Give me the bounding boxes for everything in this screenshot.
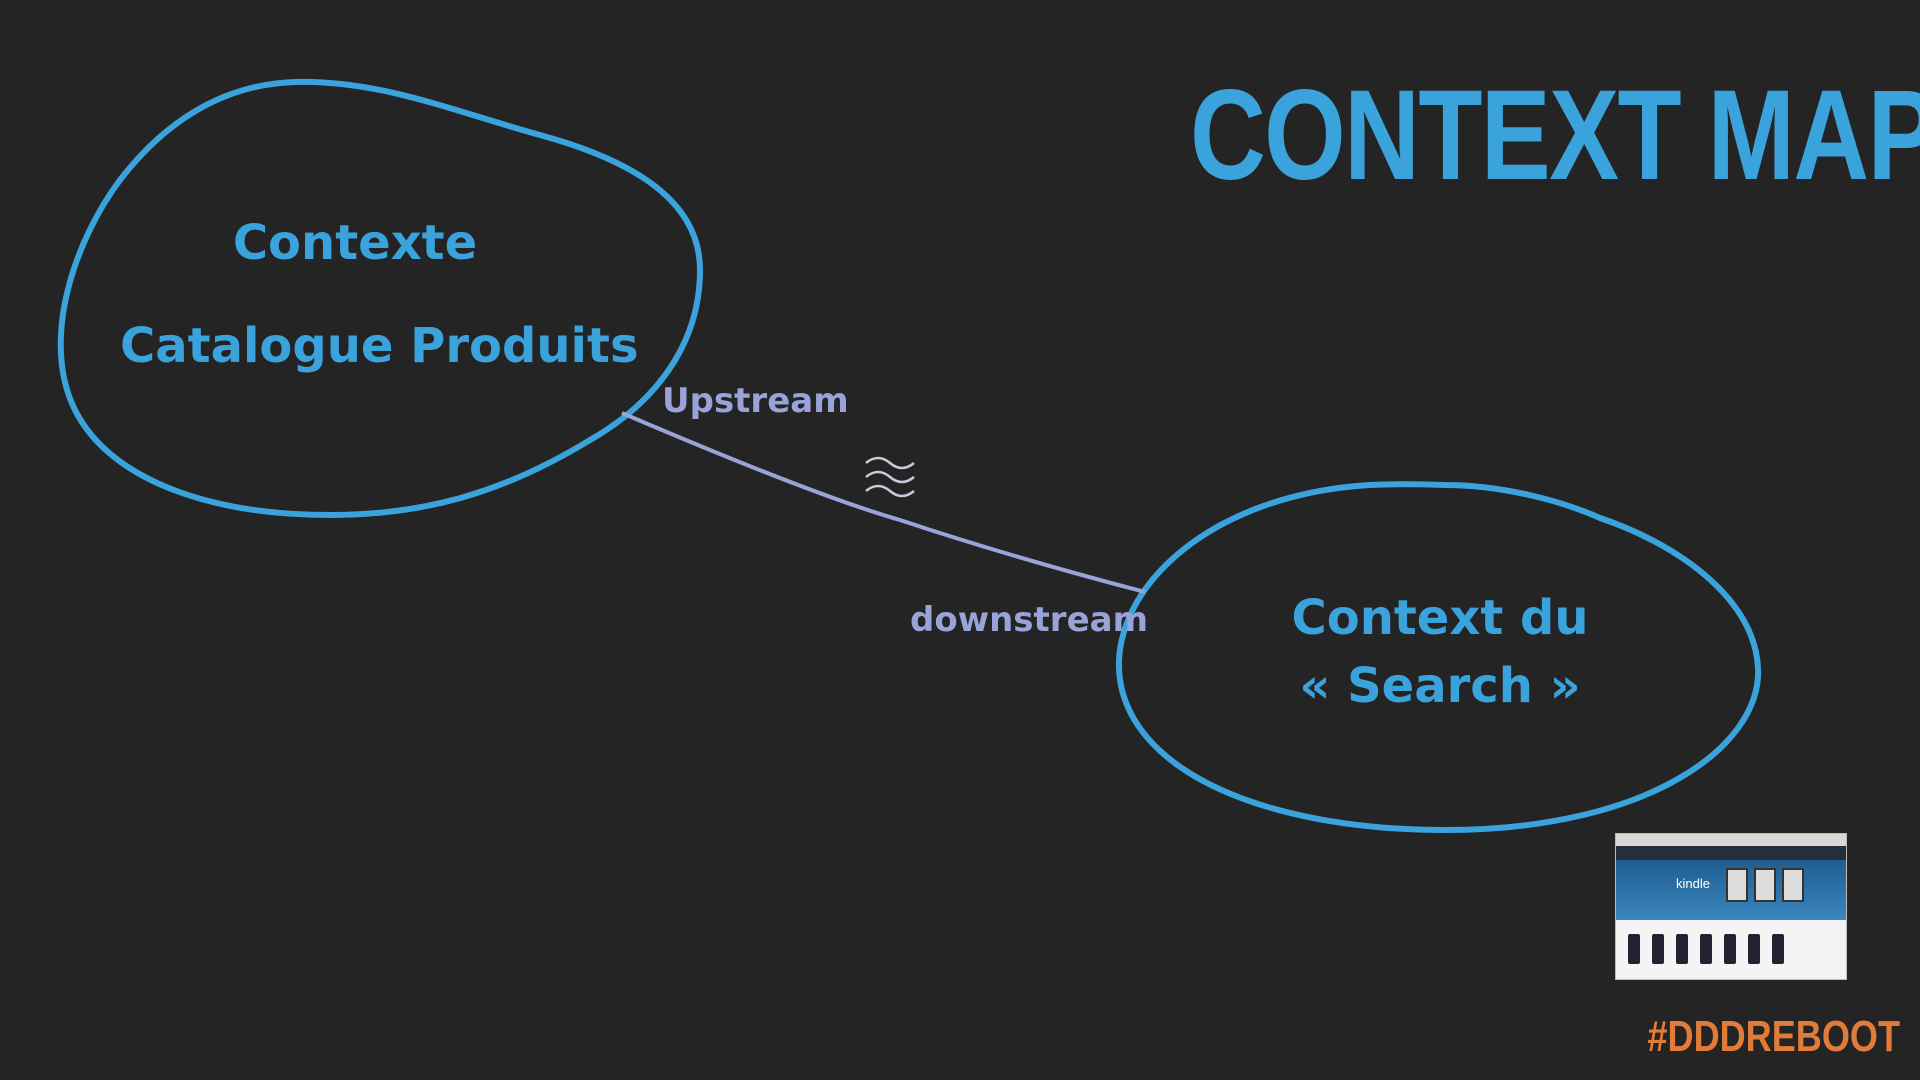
context-catalogue-label-line2: Catalogue Produits [120, 318, 639, 374]
thumbnail-phone [1772, 934, 1784, 964]
approx-symbol-icon [865, 456, 915, 498]
thumbnail-nav [1616, 846, 1846, 860]
thumbnail-device [1754, 868, 1776, 902]
thumbnail-phone [1628, 934, 1640, 964]
context-search-blob [1115, 481, 1762, 834]
slide-title: CONTEXT MAP [1190, 64, 1920, 207]
thumbnail-phone [1700, 934, 1712, 964]
relationship-line [621, 411, 1146, 594]
thumbnail-device [1782, 868, 1804, 902]
upstream-label: Upstream [662, 381, 849, 421]
thumbnail-phone [1676, 934, 1688, 964]
context-search-label-line1: Context du [1291, 590, 1589, 646]
thumbnail-browser-bar [1616, 834, 1846, 846]
downstream-label: downstream [910, 600, 1148, 640]
event-hashtag: #DDDREBOOT [1647, 1012, 1900, 1061]
thumbnail-kindle-text: kindle [1676, 876, 1710, 891]
thumbnail-phone [1652, 934, 1664, 964]
context-catalogue-label-line1: Contexte [232, 215, 478, 271]
thumbnail-phone [1724, 934, 1736, 964]
thumbnail-phone [1748, 934, 1760, 964]
context-catalogue-blob [57, 78, 704, 519]
thumbnail-device [1726, 868, 1748, 902]
screenshot-thumbnail: kindle [1615, 833, 1847, 980]
context-search-label-line2: « Search » [1299, 658, 1581, 714]
